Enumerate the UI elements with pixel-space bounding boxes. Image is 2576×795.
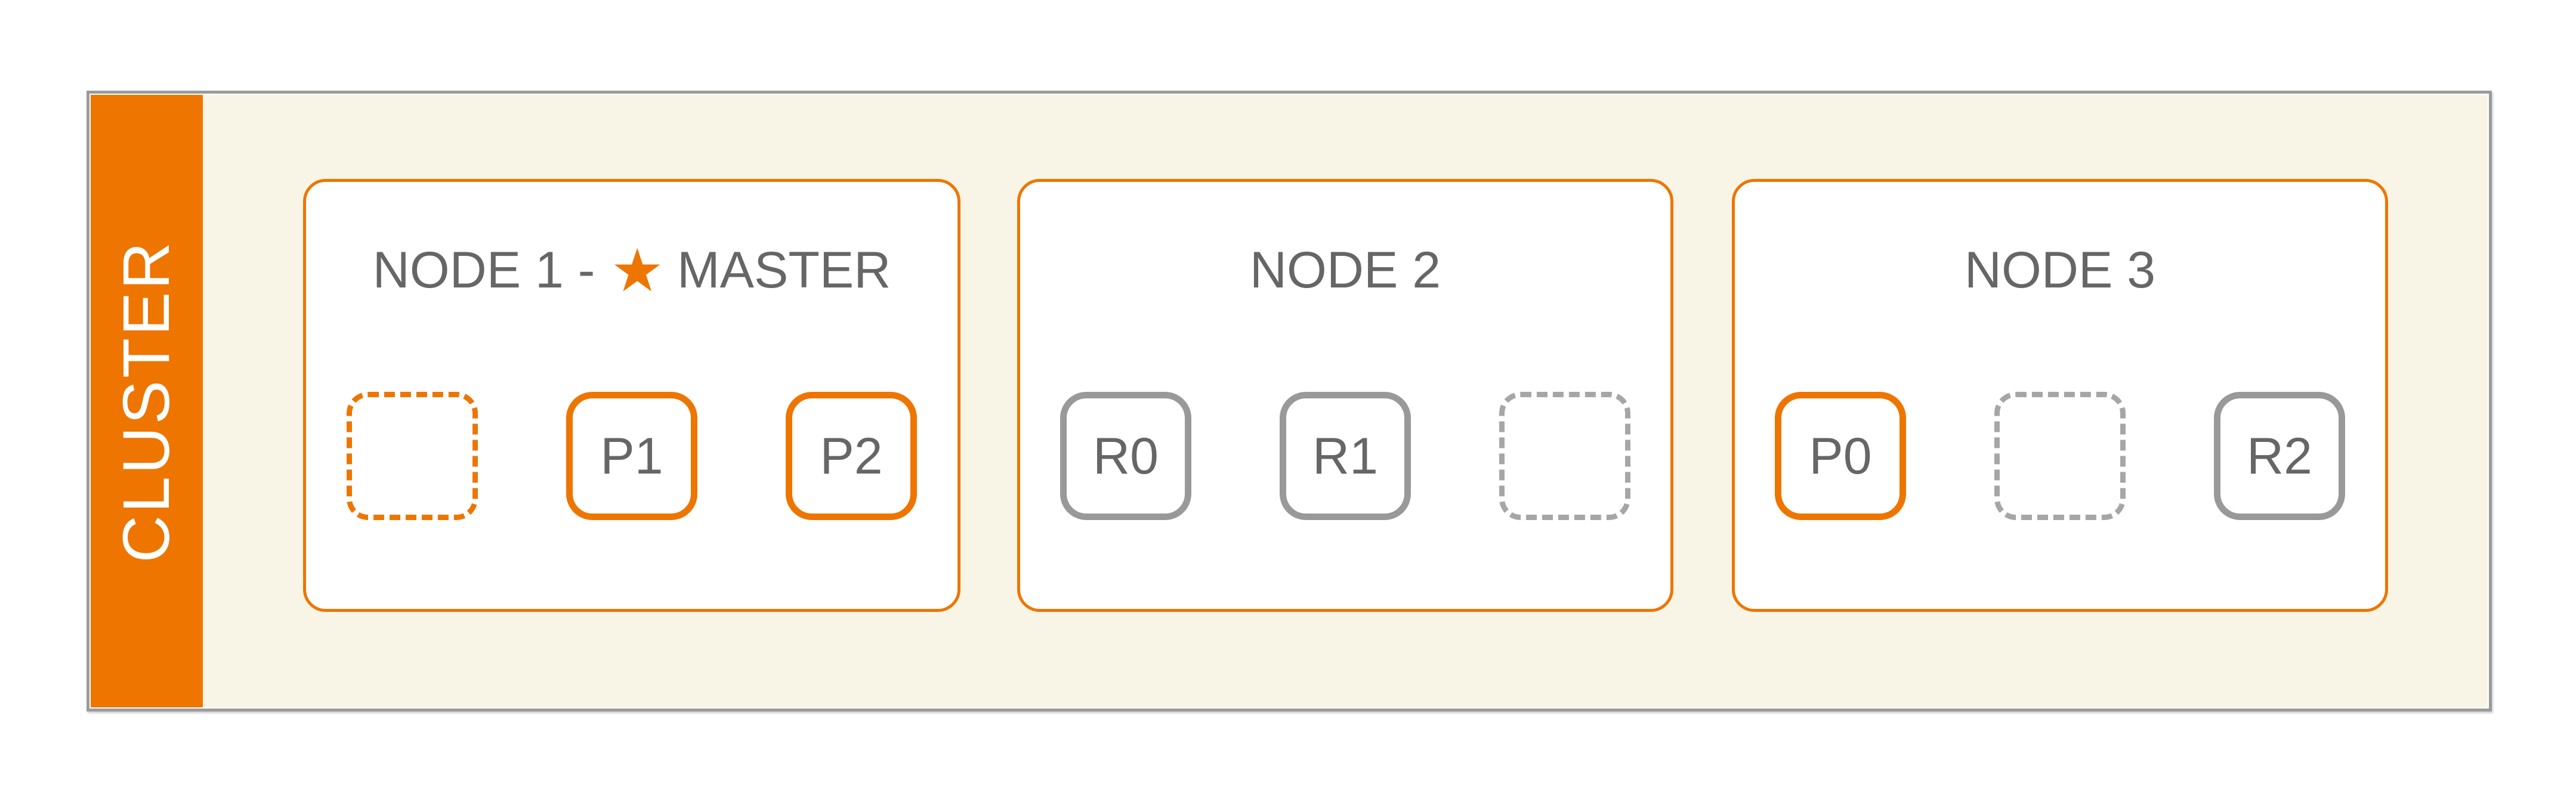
node-3-shard-row: P0 R2: [1735, 392, 2385, 520]
shard-r0: R0: [1060, 392, 1191, 520]
shard-p1: P1: [566, 392, 697, 520]
shard-r1-label: R1: [1312, 427, 1378, 485]
node-2-title: NODE 2: [1249, 242, 1441, 299]
shard-p2: P2: [786, 392, 917, 520]
node-2-card: NODE 2 R0 R1: [1017, 179, 1673, 612]
empty-shard-slot: [1994, 392, 2126, 520]
node-2-shard-row: R0 R1: [1020, 392, 1670, 520]
cluster-frame: CLUSTER NODE 1 -★MASTER P1 P2 NODE 2: [87, 91, 2492, 712]
shard-p0: P0: [1775, 392, 1906, 520]
node-1-title: NODE 1 -★MASTER: [306, 240, 957, 301]
empty-shard-slot: [1499, 392, 1630, 520]
shard-r2: R2: [2214, 392, 2345, 520]
node-1-title-suffix: MASTER: [677, 242, 891, 299]
shard-p2-label: P2: [820, 427, 883, 485]
shard-r2-label: R2: [2247, 427, 2312, 485]
shard-p1-label: P1: [600, 427, 663, 485]
node-1-card: NODE 1 -★MASTER P1 P2: [303, 179, 960, 612]
node-3-title: NODE 3: [1964, 242, 2156, 299]
shard-r1: R1: [1280, 392, 1411, 520]
cluster-label: CLUSTER: [110, 239, 183, 563]
empty-shard-slot: [347, 392, 478, 520]
node-1-title-prefix: NODE 1 -: [372, 242, 595, 299]
cluster-sidebar-band: CLUSTER: [91, 95, 203, 707]
master-star-icon: ★: [610, 236, 664, 305]
node-1-shard-row: P1 P2: [306, 392, 957, 520]
node-3-card: NODE 3 P0 R2: [1732, 179, 2388, 612]
shard-p0-label: P0: [1809, 427, 1872, 485]
shard-r0-label: R0: [1093, 427, 1159, 485]
